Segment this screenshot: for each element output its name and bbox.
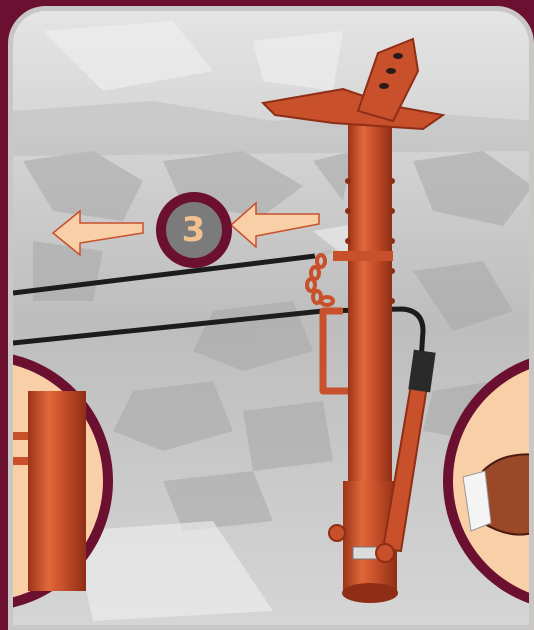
pivot-pin: [353, 547, 377, 559]
chain-clamp: [333, 251, 393, 261]
scene: [13, 11, 534, 630]
step-number: 3: [182, 210, 207, 250]
step-badge-inner: 3: [166, 202, 222, 258]
prop-foot: [342, 583, 398, 603]
illustration-panel: 3: [8, 6, 534, 630]
pivot-bolt-left: [329, 525, 345, 541]
pivot-bolt-right: [376, 544, 394, 562]
prop-tube: [348, 121, 392, 491]
step-badge: 3: [156, 192, 232, 268]
